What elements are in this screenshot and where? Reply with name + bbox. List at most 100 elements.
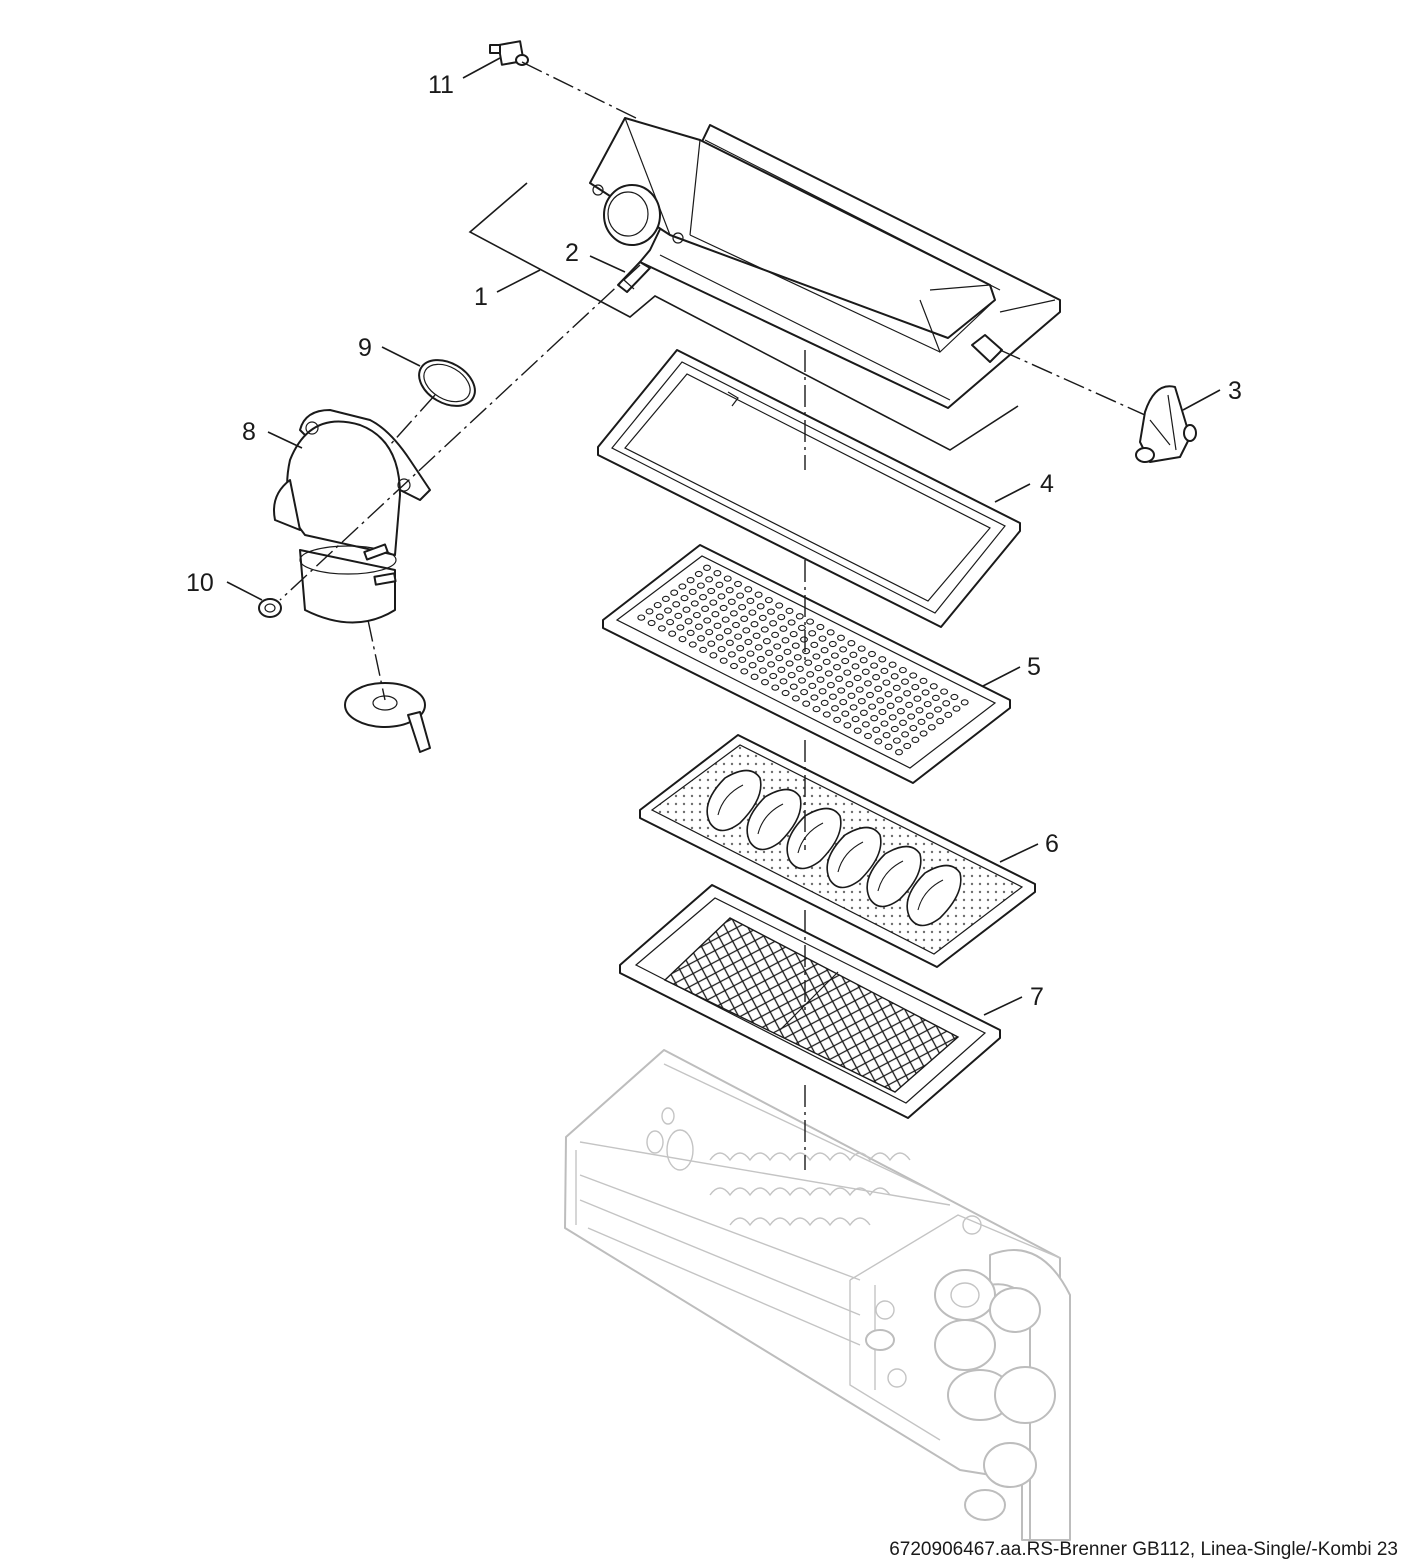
perforation-hole [727,598,736,605]
perforation-hole [754,644,763,651]
perforation-hole [709,652,718,659]
callout-label-8: 8 [242,418,256,446]
perforation-hole [950,693,959,701]
perforation-hole [740,615,749,622]
perforation-hole [896,708,905,715]
perforation-hole [758,667,767,674]
perforation-hole [701,605,710,612]
perforation-hole [870,662,879,669]
perforation-hole [791,642,800,649]
perforation-hole [781,637,790,644]
perforation-hole [785,607,794,615]
part-5-perforated-plate [602,544,1011,784]
part-8-gas-elbow [273,409,431,624]
perforation-hole [921,689,930,696]
perforation-hole [736,645,745,652]
perforation-hole [863,680,872,687]
perforation-hole [816,623,825,631]
part-10-nut [258,598,282,618]
perforation-hole [696,582,705,589]
perforation-hole [705,576,714,583]
perforation-hole [822,658,831,666]
perforation-hole [750,673,759,680]
perforation-hole [686,577,695,584]
perforation-hole [859,657,868,664]
perforation-hole [895,749,903,756]
callout-label-9: 9 [358,334,372,362]
perforation-hole [686,629,695,637]
perforation-hole [812,653,821,660]
callout-label-10: 10 [186,569,214,597]
perforation-hole [870,715,879,722]
perforation-hole [911,683,920,691]
perforation-hole [719,657,728,664]
perforation-hole [903,690,912,697]
perforation-hole [645,608,654,615]
perforation-hole [820,699,829,707]
perforation-hole [723,575,732,582]
perforation-hole [717,593,726,600]
perforation-hole [779,678,788,685]
perforation-hole [795,613,804,620]
part-11-sensor [489,40,529,66]
callout-3: 3 [1182,377,1242,411]
perforation-hole [713,622,722,629]
callout-1: 1 [474,269,541,311]
perforation-hole [715,581,724,588]
perforation-hole [861,721,870,728]
perforation-hole [849,651,858,658]
perforation-hole [857,645,866,652]
perforation-hole [717,645,726,653]
callout-label-3: 3 [1228,377,1242,405]
perforation-hole [886,702,895,709]
wave-channel-ridge [837,841,864,873]
perforation-hole [899,719,907,726]
perforation-hole [775,602,784,609]
perforation-hole [777,613,786,621]
perforation-hole [697,635,705,642]
perforation-hole [748,662,757,669]
perforation-hole [657,625,666,632]
perforation-hole [843,722,852,729]
perforation-hole [853,674,862,682]
perforation-hole [835,675,844,682]
perforation-hole [730,662,738,670]
callout-9: 9 [358,334,421,367]
part-2-stud [617,261,651,293]
perforation-hole [952,705,961,712]
perforation-hole [888,661,897,668]
perforation-hole [841,657,850,665]
perforation-hole [824,670,833,677]
perforation-hole [866,691,874,699]
perforation-hole [676,624,685,631]
perforation-hole [919,677,928,685]
callout-label-1: 1 [474,283,488,311]
perforation-hole [861,668,870,675]
perforation-hole [849,704,858,711]
perforation-hole [903,742,912,750]
perforation-hole [738,604,747,611]
perforation-hole [810,694,819,701]
perforation-hole [725,587,734,594]
wave-channel [866,845,922,908]
perforation-hole [878,656,887,663]
perforation-hole [888,714,897,721]
perforation-hole [746,650,755,657]
perforation-hole [878,708,887,716]
callout-6: 6 [999,830,1059,863]
perforation-hole [876,697,885,704]
perforation-hole [884,691,893,698]
heat-exchanger-coil [709,1152,911,1227]
perforation-hole [771,631,780,639]
part-5-holes [637,564,969,756]
perforation-hole [637,614,646,621]
perforation-hole [913,695,922,702]
wave-channel [786,807,842,870]
perforation-hole [699,594,707,601]
perforation-hole [791,695,800,702]
perforation-hole [734,580,742,588]
wave-channel [826,826,882,889]
perforation-hole [785,660,794,667]
perforation-hole [752,632,761,639]
